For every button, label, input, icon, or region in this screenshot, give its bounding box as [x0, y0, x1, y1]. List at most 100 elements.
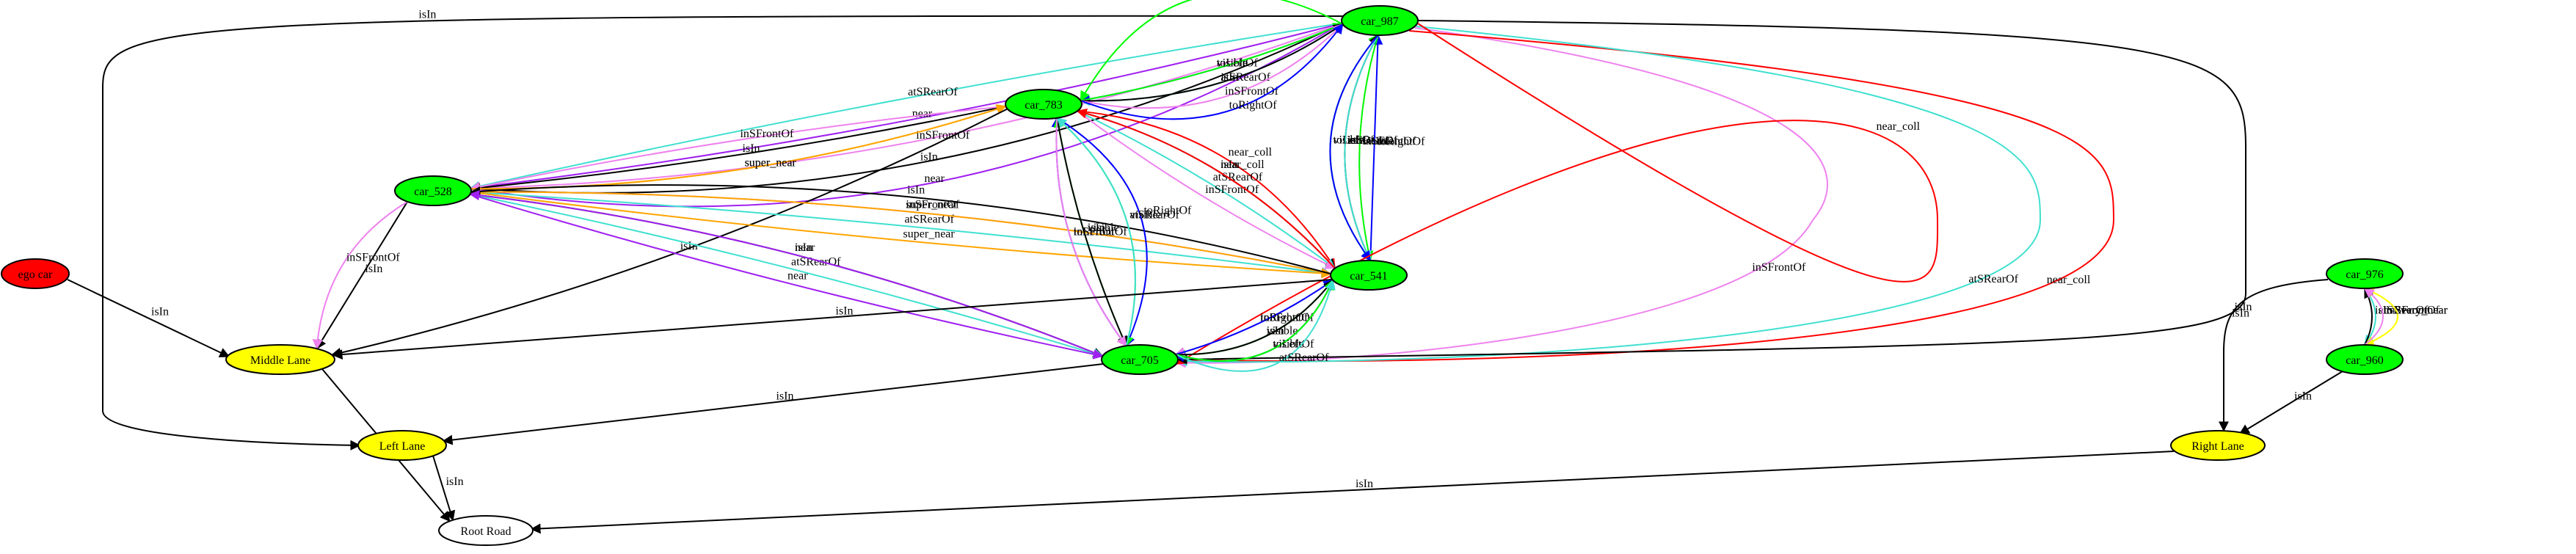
edge-label: atSRearOf: [1220, 71, 1270, 84]
node-root-road: Root Road: [438, 515, 534, 546]
edge-line: [2219, 279, 2329, 432]
edge-label: isIn: [365, 263, 382, 275]
edge-line: [470, 193, 1104, 360]
edge-car_987-car_541: atSRearOf: [1344, 34, 1398, 262]
edge-car_987-car_528: near: [469, 22, 1343, 192]
edge-car_783-car_541: inSFrontOf: [1077, 110, 1336, 269]
edge-line: [530, 451, 2175, 534]
edge-line: [1175, 279, 1336, 372]
node-label: Right Lane: [2191, 440, 2244, 453]
edge-line: [316, 201, 408, 350]
edge-car_987-car_528: inSFrontOf: [469, 22, 1343, 194]
node-car-987: car_987: [1341, 5, 1419, 36]
edge-car_528-car_541: atSRearOf: [470, 191, 1332, 278]
node-car-528: car_528: [394, 175, 472, 206]
edge-line: [1369, 34, 1383, 261]
edge-line: [1176, 30, 2115, 365]
edge-label: toRightOf: [1260, 312, 1309, 324]
edge-line: [1176, 20, 2246, 365]
edge-car_541-car_987: inSFrontOf: [1358, 34, 1417, 261]
node-right-lane: Right Lane: [2170, 430, 2266, 461]
edge-label: inSFrontOf: [916, 129, 970, 142]
edge-car_541-car_528: super_near: [470, 186, 1331, 275]
edge-label: atSRearOf: [904, 214, 954, 226]
edge-car_705-car_528: near: [469, 190, 1103, 357]
node-ellipse: [1330, 260, 1408, 291]
edge-line: [1055, 117, 1127, 347]
node-label: car_783: [1025, 99, 1063, 112]
node-ego-car: ego car: [1, 258, 70, 289]
node-ellipse: [438, 515, 534, 546]
edge-car_783-car_987: toRightOf: [1080, 23, 1344, 120]
edge-car_783-car_541: atSRearOf: [1077, 110, 1336, 269]
edge-label: atSRearOf: [1213, 171, 1263, 183]
edge-line: [442, 363, 1104, 445]
node-car-783: car_783: [1005, 89, 1083, 120]
edge-label: inSFrontOf: [1752, 261, 1806, 274]
edge-car_960-right_lane: isIn: [2238, 371, 2343, 434]
edge-car_783-car_705: isIn: [1056, 117, 1127, 347]
edge-car_976-right_lane: isIn: [2219, 279, 2329, 432]
edge-line: [1175, 23, 1939, 365]
edge-car_705-car_541: visible: [1175, 279, 1334, 362]
edge-label: near: [924, 172, 945, 185]
edge-car_705-car_987: near_coll: [1175, 23, 1939, 365]
node-label: Root Road: [461, 525, 512, 538]
edge-car_528-car_705: atSRearOf: [470, 193, 1104, 359]
edge-car_705-car_783: atSRearOf: [1056, 117, 1180, 346]
edge-left_lane-root_road: isIn: [432, 455, 464, 522]
edge-label: inSFrontOf: [1363, 135, 1417, 147]
edge-label: very_near: [2401, 305, 2448, 317]
edge-label: isIn: [1220, 158, 1238, 171]
edge-line: [470, 191, 1332, 279]
edge-label: visible: [1273, 338, 1304, 351]
edge-label: isIn: [795, 241, 812, 254]
edge-ego_car-middle_lane: isIn: [67, 279, 230, 357]
edge-car_987-car_705: inSFrontOf: [1175, 27, 1828, 368]
edge-line: [470, 193, 1104, 358]
node-ellipse: [1, 258, 70, 289]
node-label: car_705: [1121, 354, 1159, 367]
edge-car_541-car_528: isIn: [470, 184, 1331, 275]
edge-car_528-car_705: isIn: [470, 193, 1104, 358]
edge-line: [1358, 34, 1379, 262]
node-label: Middle Lane: [250, 354, 310, 367]
edge-line: [470, 184, 1331, 275]
edge-car_783-middle_lane: isIn: [330, 108, 1008, 358]
edge-car_705-car_541: isIn: [1175, 279, 1334, 356]
edge-line: [470, 191, 1332, 278]
edge-car_987-car_783: atSRearOf: [1080, 23, 1344, 106]
edge-line: [1175, 279, 1334, 362]
edge-label: visible: [1363, 135, 1394, 147]
edge-label: isIn: [2375, 305, 2393, 317]
edge-label: visible: [1088, 222, 1119, 234]
edge-car_783-car_705: toRightOf: [1056, 117, 1192, 347]
edge-car_541-car_783: near_coll: [1076, 108, 1336, 269]
edge-car_783-car_705: inSFrontOf: [1055, 117, 1127, 347]
edge-car_987-car_783: toLeftOf: [1080, 23, 1343, 104]
edge-line: [1176, 26, 2042, 367]
edge-label: toLeftOf: [1074, 226, 1116, 238]
edge-right_lane-root_road: isIn: [530, 451, 2175, 534]
edge-line: [2363, 287, 2398, 346]
node-label: car_976: [2346, 269, 2384, 281]
node-label: car_987: [1361, 15, 1399, 28]
edge-label: isIn: [1220, 71, 1238, 84]
edge-label: isIn: [1088, 222, 1105, 234]
node-ellipse: [1005, 89, 1083, 120]
edge-label: atSRearOf: [1129, 208, 1179, 221]
edge-line: [1344, 34, 1379, 262]
edge-label: near_coll: [1220, 158, 1265, 171]
edge-label: isIn: [836, 305, 854, 317]
edge-car_987-car_528: near: [469, 22, 1343, 208]
edge-label: atSRearOf: [1348, 134, 1398, 147]
edge-car_528-car_705: near: [470, 193, 1104, 360]
edge-car_783-car_528: isIn: [470, 105, 1006, 193]
edge-label: isIn: [418, 9, 436, 21]
edge-line: [2363, 288, 2384, 346]
edge-label: atSRearOf: [791, 255, 841, 268]
edge-label: inSFrontOf: [1205, 183, 1259, 196]
edge-label: toRightOf: [1378, 135, 1426, 147]
